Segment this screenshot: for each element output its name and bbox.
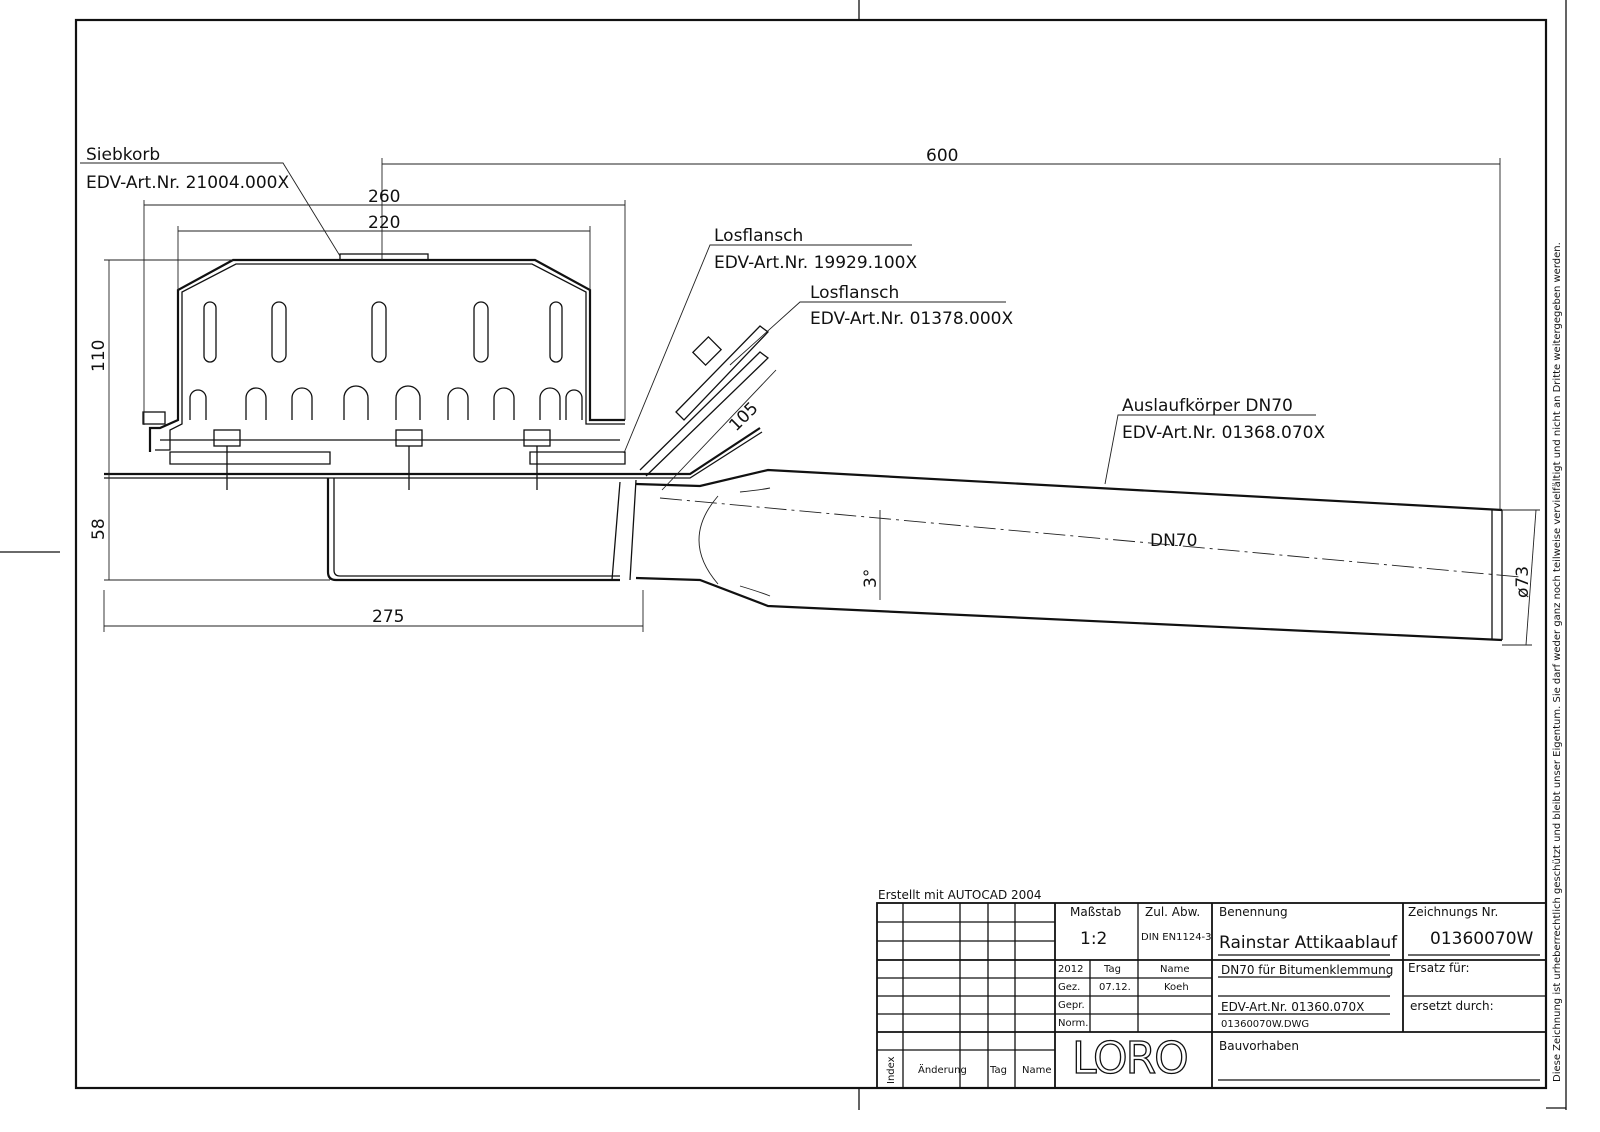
gez-name: Koeh (1164, 982, 1189, 993)
dim-260: 260 (368, 187, 400, 207)
dim-110: 110 (89, 340, 109, 372)
copyright-notice: Diese Zeichnung ist urheberrechtlich ges… (1552, 242, 1563, 1082)
art-nr: EDV-Art.Nr. 01360.070X (1221, 1000, 1364, 1014)
rev-index-label: Index (886, 1056, 897, 1084)
dim-600: 600 (926, 146, 958, 166)
dim-angle: 3° (861, 569, 881, 588)
year: 2012 (1058, 964, 1083, 975)
zeichnungs-nr-value: 01360070W (1430, 929, 1534, 949)
label-losflansch-2: Losflansch (810, 283, 899, 303)
dwg-file: 01360070W.DWG (1221, 1019, 1309, 1030)
benennung-label: Benennung (1219, 905, 1288, 919)
title-block: Erstellt mit AUTOCAD 2004 (876, 888, 1547, 1089)
label-losflansch-1: Losflansch (714, 226, 803, 246)
dimension-lines (80, 158, 1540, 646)
gez-tag: 07.12. (1099, 982, 1131, 993)
label-losflansch-2-art: EDV-Art.Nr. 01378.000X (810, 309, 1013, 329)
massstab-value: 1:2 (1080, 929, 1107, 949)
rev-name-label: Name (1022, 1065, 1052, 1076)
zeichnungs-nr-label: Zeichnungs Nr. (1408, 905, 1498, 919)
loro-logo: LORO (1072, 1033, 1187, 1084)
label-siebkorb: Siebkorb (86, 145, 160, 165)
created-with: Erstellt mit AUTOCAD 2004 (878, 888, 1042, 902)
ersetzt-durch: ersetzt durch: (1410, 999, 1494, 1013)
drawing-labels: Siebkorb EDV-Art.Nr. 21004.000X Losflans… (86, 145, 1563, 1082)
massstab-label: Maßstab (1070, 905, 1121, 919)
rev-tag-label: Tag (989, 1065, 1007, 1076)
dim-220: 220 (368, 213, 400, 233)
dim-58: 58 (89, 518, 109, 540)
label-losflansch-1-art: EDV-Art.Nr. 19929.100X (714, 253, 917, 273)
siebkorb-basket (142, 253, 626, 490)
rev-aenderung-label: Änderung (918, 1063, 967, 1076)
gez-label: Gez. (1058, 982, 1080, 993)
zul-abw-label: Zul. Abw. (1145, 905, 1200, 919)
ersatz-fuer: Ersatz für: (1408, 961, 1470, 975)
auslaufkoerper-body (104, 325, 1521, 642)
norm-label: Norm. (1058, 1018, 1088, 1029)
bauvorhaben: Bauvorhaben (1219, 1039, 1299, 1053)
tag-label: Tag (1103, 964, 1121, 975)
sheet-frame (0, 0, 1567, 1110)
benennung-value: Rainstar Attikaablauf (1219, 933, 1398, 953)
label-siebkorb-art: EDV-Art.Nr. 21004.000X (86, 173, 289, 193)
label-auslauf: Auslaufkörper DN70 (1122, 396, 1293, 416)
dim-diameter: ø73 (1513, 566, 1533, 598)
label-auslauf-art: EDV-Art.Nr. 01368.070X (1122, 423, 1325, 443)
gepr-label: Gepr. (1058, 1000, 1085, 1011)
label-dn70: DN70 (1150, 531, 1197, 551)
name-label: Name (1160, 964, 1190, 975)
subtitle: DN70 für Bitumenklemmung (1221, 963, 1393, 977)
dim-275: 275 (372, 607, 404, 627)
zul-abw-value: DIN EN1124-3 (1141, 932, 1212, 943)
